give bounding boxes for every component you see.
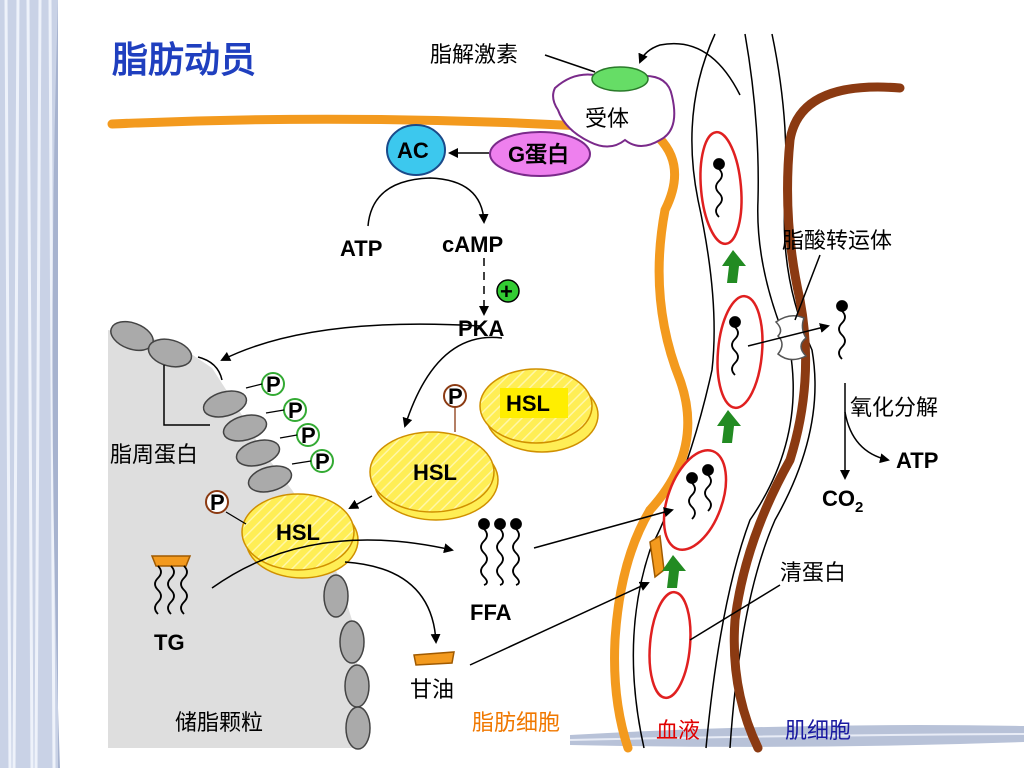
- arrow-tg-ffa: [211, 539, 454, 589]
- rbc-lower: [662, 449, 728, 551]
- label-perilipin: 脂周蛋白: [110, 443, 198, 468]
- pathway-arrows: [197, 42, 890, 666]
- arrow-atp-camp: [367, 177, 489, 227]
- label-camp: cAMP: [442, 232, 503, 257]
- label-p-1: P: [266, 372, 281, 397]
- label-atp-right: ATP: [896, 448, 938, 473]
- muscle-cell-membrane: [729, 82, 905, 753]
- phosphate-markers: [205, 372, 467, 514]
- blood-flow-arrows: [662, 250, 746, 588]
- label-ac: AC: [397, 138, 429, 163]
- green-arrow-3: [662, 555, 686, 588]
- label-p-4: P: [315, 449, 330, 474]
- fa-in-rbc-top: [713, 158, 725, 218]
- phosphate-links: [225, 383, 456, 525]
- adenylate-cyclase: [386, 124, 446, 176]
- fa-in-muscle: [836, 300, 848, 360]
- label-lipid-droplet: 储脂颗粒: [175, 711, 263, 736]
- label-hsl-active: HSL: [506, 391, 550, 416]
- label-atp-top: ATP: [340, 236, 382, 261]
- arrow-label-hormone: [544, 54, 596, 73]
- label-p-hsl-droplet: P: [210, 490, 225, 515]
- arrow-pka-hsl: [402, 336, 503, 428]
- label-fa-transporter: 脂酸转运体: [782, 229, 892, 254]
- arrow-hsl-glycerol: [344, 561, 441, 644]
- adipocyte-membrane: [107, 114, 693, 753]
- fatty-acids: [478, 158, 848, 586]
- label-plus: +: [500, 279, 513, 304]
- label-adipocyte: 脂肪细胞: [472, 711, 560, 736]
- green-arrow-1: [722, 250, 746, 283]
- label-muscle-cell: 肌细胞: [785, 719, 851, 744]
- g-protein: [489, 131, 591, 177]
- ffa-group: [478, 518, 522, 586]
- label-tg: TG: [154, 630, 185, 655]
- label-co2: CO2: [822, 486, 863, 516]
- lipid-droplet-region: [108, 330, 362, 748]
- arrow-perilipin-curl: [197, 356, 223, 381]
- fatty-acid-transporter: [774, 315, 808, 361]
- label-p-2: P: [288, 398, 303, 423]
- activation-plus-icon: [496, 279, 520, 303]
- arrow-hsl-hsl: [348, 495, 373, 509]
- arrow-fa-transport: [747, 323, 830, 347]
- decorative-left-strip: [0, 0, 60, 768]
- rbc-top: [699, 130, 743, 246]
- receptor-complex: [552, 66, 676, 148]
- arrow-hormone-receptor: [638, 42, 741, 96]
- perilipin-chain: [110, 320, 371, 750]
- rbc-bottom: [648, 590, 692, 700]
- label-hsl-middle: HSL: [413, 460, 457, 485]
- triglyceride-molecule: [150, 555, 192, 615]
- arrow-pka-perilipin: [220, 323, 481, 361]
- label-lipolytic-hormone: 脂解激素: [430, 43, 518, 68]
- arrow-ffa-blood: [533, 507, 674, 549]
- label-ffa: FFA: [470, 600, 512, 625]
- label-oxidation: 氧化分解: [850, 396, 938, 421]
- glycerol-molecule: [413, 651, 455, 666]
- fa-in-rbc-lower: [686, 464, 714, 520]
- rbc-middle: [716, 294, 764, 410]
- green-arrow-2: [717, 410, 741, 443]
- arrow-oxidation-atp: [844, 411, 890, 464]
- slide-title: 脂肪动员: [112, 39, 256, 81]
- hsl-active-stack: [479, 368, 599, 453]
- label-albumin: 清蛋白: [780, 561, 846, 586]
- red-blood-cells: [648, 130, 764, 700]
- line-label-albumin: [689, 584, 781, 641]
- label-hsl-droplet: HSL: [276, 520, 320, 545]
- label-g-protein: G蛋白: [508, 142, 569, 167]
- label-p-3: P: [301, 423, 316, 448]
- label-glycerol: 甘油: [410, 678, 454, 703]
- hormone-ligand: [591, 66, 649, 92]
- hsl-middle-stack: [369, 431, 499, 521]
- glycerol-in-blood: [649, 534, 665, 579]
- label-co2-subscript: 2: [855, 499, 863, 516]
- hsl-droplet-stack: [241, 493, 359, 579]
- arrow-glycerol-blood: [469, 581, 650, 666]
- label-pka: PKA: [458, 316, 505, 341]
- label-p-hsl-active: P: [448, 384, 463, 409]
- label-receptor: 受体: [585, 107, 629, 132]
- decorative-bottom-band: [569, 725, 1024, 747]
- label-blood: 血液: [656, 719, 700, 744]
- line-label-transporter: [794, 254, 821, 321]
- perilipin-bracket: [163, 365, 210, 426]
- fa-in-rbc-middle: [729, 316, 741, 376]
